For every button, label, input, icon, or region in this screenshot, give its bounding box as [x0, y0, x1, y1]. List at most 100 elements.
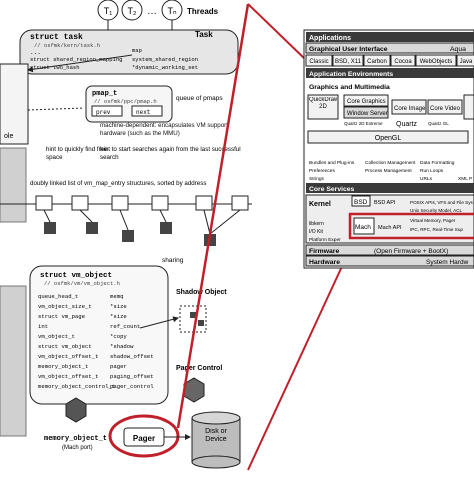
callout-line	[176, 3, 250, 429]
vm-object-struct: struct vm_object // osfmk/vm/vm_object.h	[29, 265, 169, 405]
memory-object-label: memory_object_t	[44, 435, 107, 443]
memory-object-sublabel: (Mach port)	[62, 445, 93, 451]
cs-bundles: Bundles and Plug-ins	[309, 160, 355, 166]
callout-line-top	[247, 3, 307, 61]
shadow-object-cube	[179, 305, 207, 333]
threads-label: Threads	[187, 7, 219, 16]
cs-run-loops: Run Loops	[420, 168, 444, 174]
disk-cylinder	[191, 411, 241, 469]
core-graphics-box	[343, 94, 389, 107]
vm-object-cube	[44, 222, 56, 234]
pager-label: Pager	[133, 434, 155, 443]
bsd-label: BSD	[354, 199, 368, 206]
thread-circles: T₁ T₂ … Tₙ Threads	[97, 0, 219, 21]
hardware-row	[305, 255, 474, 267]
map-band-bottom	[0, 285, 27, 437]
pmap-next: next	[136, 109, 150, 116]
task-field-map: map	[132, 47, 142, 54]
map-entry	[71, 195, 89, 211]
task-dots: ...	[30, 49, 41, 56]
vm-object-field-type: vm_object_t	[38, 333, 75, 340]
gui-item-label: WebObjects	[420, 59, 453, 65]
app-env-row	[306, 68, 474, 78]
task-field-type-2: struct two_hash	[30, 64, 80, 71]
gui-item-box	[332, 54, 364, 67]
opengl-label: OpenGL	[375, 135, 402, 142]
hint-free-space: hint to quickly find free space	[46, 146, 108, 161]
unix-security-label: Unix Security Model, ACL	[410, 208, 463, 213]
map-entry	[35, 195, 53, 211]
mach-api-label: Mach API	[378, 225, 402, 231]
pager-control-port	[183, 377, 205, 403]
vm-object-field-type: queue_head_t	[38, 293, 78, 300]
callout-line-bottom	[247, 261, 345, 471]
gui-item-box	[305, 54, 333, 67]
vm-object-field-name: memq	[110, 293, 123, 300]
vm-object-field-type: struct vm_page	[38, 313, 85, 320]
vm-object-field-type: memory_object_control_t	[38, 383, 115, 390]
mach-highlight	[348, 212, 474, 240]
quartz-gl-label: Quartz GL	[428, 121, 449, 126]
task-struct: Task struct task // osfmk/kern/task.h ..…	[19, 29, 239, 75]
core-services-row	[306, 183, 474, 193]
core-services-label: Core Services	[309, 186, 355, 193]
gui-item-label: BSD, X11	[335, 59, 362, 65]
pmap-queue-label: queue of pmaps	[176, 95, 223, 102]
cs-urls: URLs	[420, 176, 433, 182]
platform-expert-label: Platform Exper	[309, 237, 341, 243]
core-graphics-label: Core Graphics	[347, 99, 386, 105]
libkern-label: libkern	[309, 221, 324, 227]
map-entry-chain	[0, 195, 252, 246]
vm-object-struct-name: struct vm_object	[40, 272, 112, 280]
vm-object-field-type: vm_object_size_t	[38, 303, 92, 310]
cs-data-formatting: Data Formatting	[420, 160, 455, 166]
map-entry	[195, 195, 213, 211]
iokit-label: I/O Kit	[309, 229, 324, 235]
map-entry	[231, 195, 249, 211]
map-entry	[111, 195, 129, 211]
macos-stack: Applications Graphical User Interface Aq…	[303, 29, 474, 269]
vm-object-cube	[122, 230, 134, 242]
pmap-source-path: // osfmk/ppc/pmap.h	[94, 98, 157, 105]
vm-object-field-name: *copy	[110, 333, 127, 340]
mach-box	[353, 217, 375, 235]
ole-label: ole	[4, 133, 13, 140]
gui-item-box	[390, 54, 416, 67]
cs-strings: Strings	[309, 176, 325, 182]
vm-object-field-name: shadow_offset	[110, 353, 154, 360]
pmap-hint: machine-dependent: encapsulates VM suppo…	[100, 122, 228, 137]
core-image-box	[391, 99, 427, 115]
vm-object-field-name: *size	[110, 313, 127, 320]
task-field-type-1: struct shared_region_mapping	[30, 56, 122, 63]
vm-object-field-type: vm_object_offset_t	[38, 373, 98, 380]
mach-label: Mach	[355, 224, 371, 231]
memory-object-port	[65, 397, 87, 423]
quickdraw-box	[307, 94, 339, 120]
core-image-label: Core Image	[394, 106, 426, 112]
pmap-pointer	[27, 107, 85, 111]
task-label: Task	[195, 30, 213, 39]
app-env-label: Application Environments	[309, 71, 393, 78]
quartz-label: Quartz	[396, 121, 418, 128]
core-video-label: Core Video	[430, 106, 461, 112]
vm-object-field-type: int	[38, 323, 48, 330]
vm-object-field-type: struct vm_object	[38, 343, 92, 350]
posix-label: POSIX APIs, VFS and File Sys	[410, 200, 474, 205]
gui-row	[305, 42, 474, 54]
vm-object-source-path: // osfmk/vm/vm_object.h	[44, 280, 120, 287]
gui-item-box	[456, 54, 474, 67]
quartz-2d-extreme-label: Quartz 2D Extreme	[344, 121, 383, 126]
gui-item-label: Cocoa	[394, 59, 412, 65]
gui-item-label: Classic	[309, 59, 328, 65]
pager-highlight	[108, 414, 180, 458]
pmap-struct: pmap_t // osfmk/ppc/pmap.h prev next	[85, 85, 173, 123]
ipc-label: IPC, RPC, Real-Time Sup	[410, 227, 463, 232]
vm-object-field-name: pager_control	[110, 383, 154, 390]
applications-row	[306, 32, 474, 42]
vm-object-field-type: memory_object_t	[38, 363, 88, 370]
system-hardware-label: System Hardw	[426, 259, 469, 266]
window-server-label: Window Server	[347, 111, 388, 117]
core-audio-box	[463, 94, 474, 120]
